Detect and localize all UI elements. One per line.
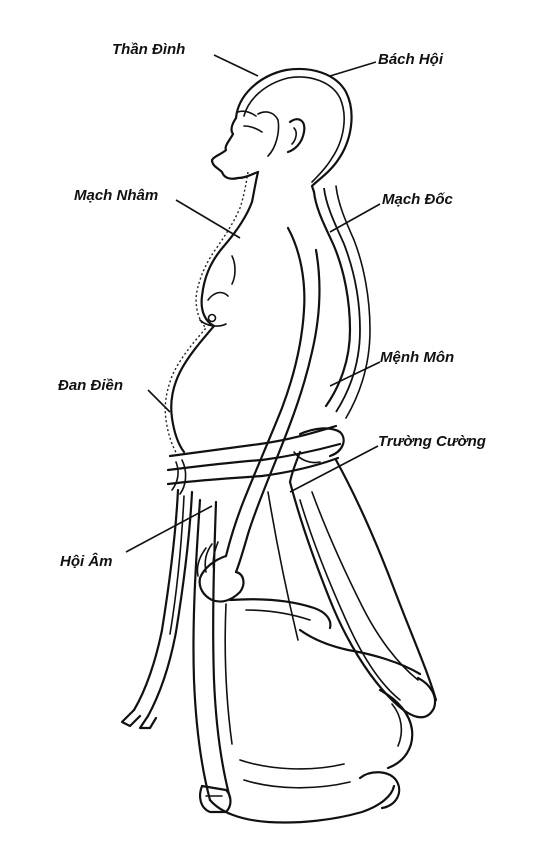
arm-outline: [197, 228, 319, 602]
back-outline: [314, 186, 370, 418]
label-truong-cuong: Trường Cường: [378, 433, 486, 450]
pointer-bach-hoi: [330, 62, 376, 76]
robe-outline: [193, 460, 436, 823]
point-labels: Thần Đình Bách Hội Mạch Nhâm Mạch Đốc Mệ…: [58, 41, 486, 570]
label-bach-hoi: Bách Hội: [378, 51, 444, 68]
pointer-mach-nham: [176, 200, 240, 238]
sash-outline: [122, 426, 344, 728]
label-mach-doc: Mạch Đốc: [382, 191, 454, 208]
pointer-mach-doc: [330, 204, 380, 232]
pointer-than-dinh: [214, 55, 258, 76]
label-hoi-am: Hội Âm: [60, 552, 113, 570]
mach-nham-channel: [165, 172, 248, 456]
pointer-dan-dien: [148, 390, 170, 412]
label-dan-dien: Đan Điền: [58, 377, 123, 394]
label-than-dinh: Thần Đình: [112, 41, 185, 58]
head-outline: [212, 69, 352, 192]
label-mach-nham: Mạch Nhâm: [74, 187, 158, 204]
label-menh-mon: Mệnh Môn: [380, 349, 454, 366]
